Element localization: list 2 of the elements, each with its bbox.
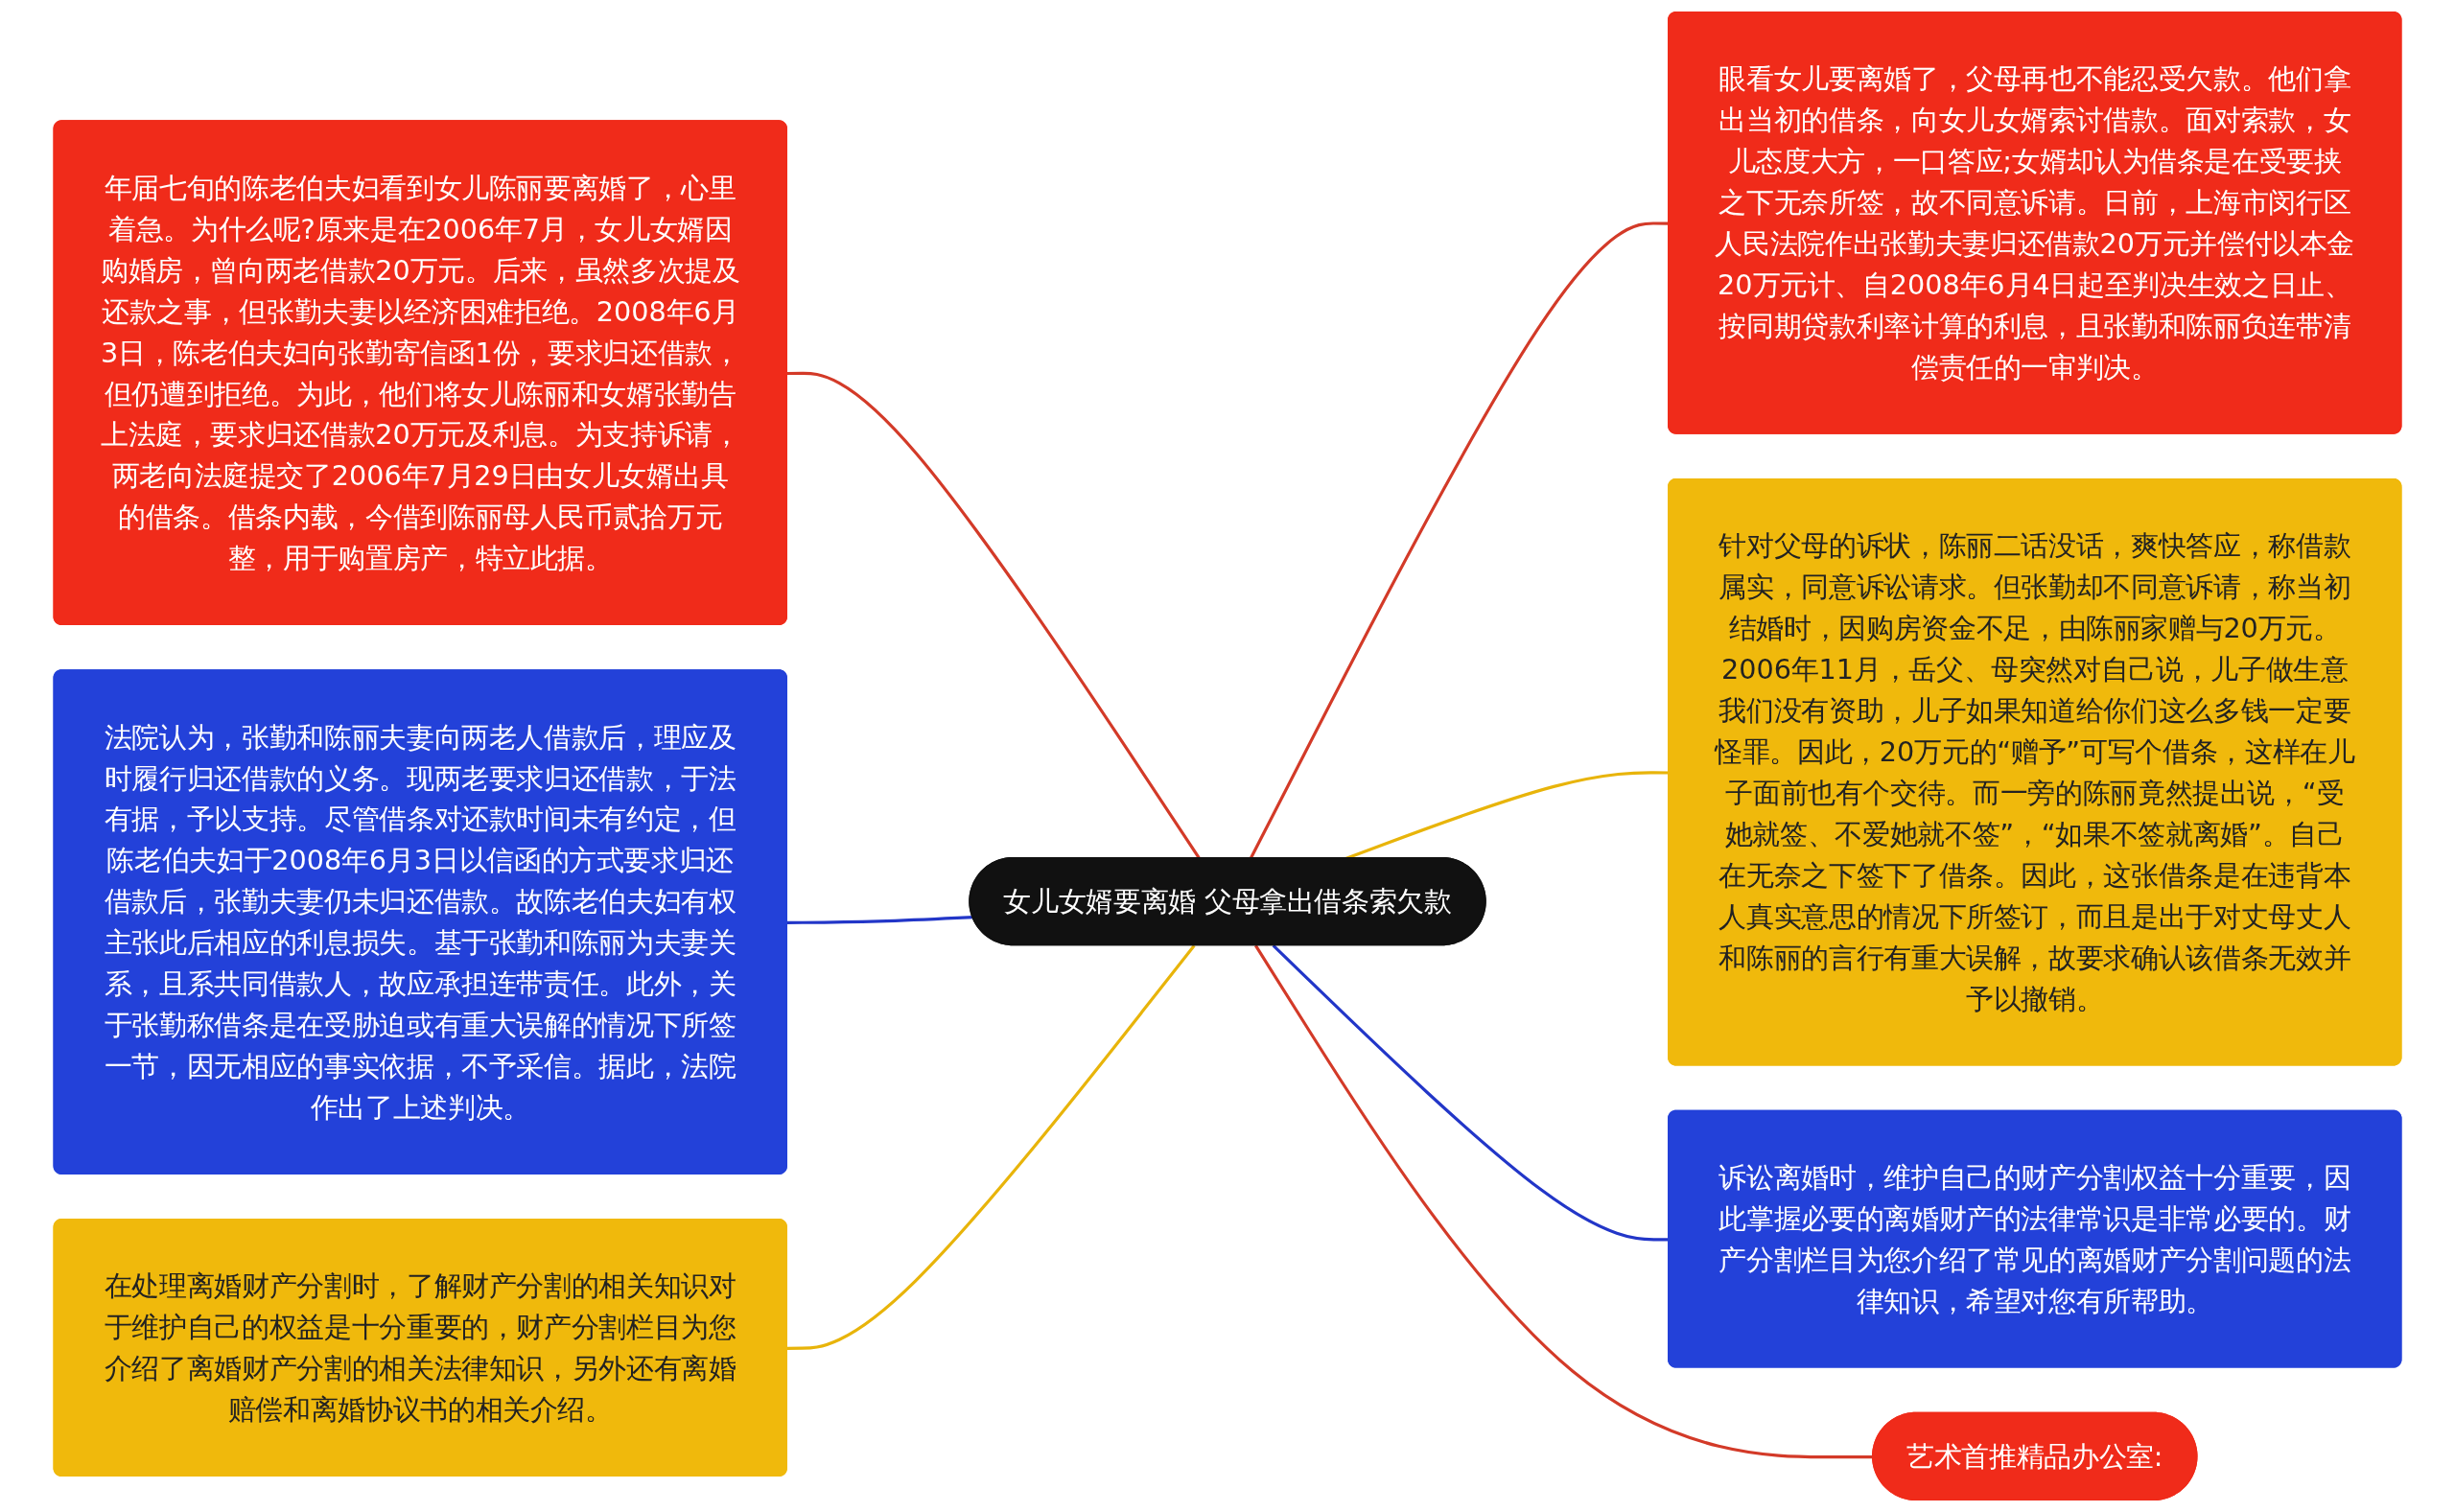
connector [786,944,1196,1350]
connector [786,915,973,924]
